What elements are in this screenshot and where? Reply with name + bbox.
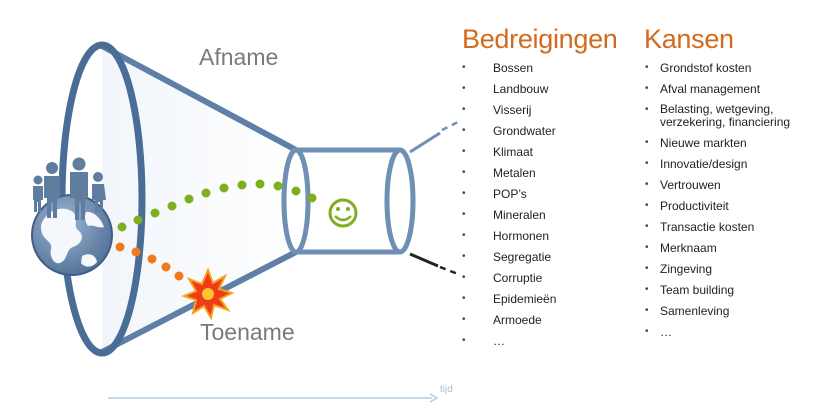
opportunities-column: Kansen Grondstof kosten Afval management…	[644, 24, 816, 346]
orange-dotted-path	[115, 242, 184, 281]
list-item: Visserij	[462, 103, 618, 117]
list-item: Epidemieën	[462, 292, 618, 306]
decrease-label: Afname	[199, 44, 279, 70]
list-item: Mineralen	[462, 208, 618, 222]
list-item: Armoede	[462, 313, 618, 327]
list-item: Grondstof kosten	[644, 61, 816, 75]
list-item: Nieuwe markten	[644, 136, 816, 150]
increase-label: Toename	[200, 319, 295, 345]
list-item: Corruptie	[462, 271, 618, 285]
list-item: Merknaam	[644, 241, 816, 255]
list-item: Zingeving	[644, 262, 816, 276]
list-item: Landbouw	[462, 82, 618, 96]
funnel-tube	[281, 120, 459, 276]
list-item: Innovatie/design	[644, 157, 816, 171]
time-label: tijd	[440, 384, 453, 395]
family-icon	[33, 157, 106, 220]
opportunities-list: Grondstof kosten Afval management Belast…	[644, 61, 816, 339]
opportunities-title: Kansen	[644, 24, 734, 54]
list-item: Belasting, wetgeving, verzekering, finan…	[644, 103, 816, 129]
list-item: Team building	[644, 283, 816, 297]
list-item: …	[644, 325, 816, 339]
list-item: POP’s	[462, 187, 618, 201]
smiley-icon	[328, 198, 358, 228]
list-item: Transactie kosten	[644, 220, 816, 234]
threats-title: Bedreigingen	[462, 24, 618, 54]
threats-column: Bedreigingen Bossen Landbouw Visserij Gr…	[462, 24, 618, 355]
list-item: Klimaat	[462, 145, 618, 159]
list-item: …	[462, 334, 618, 348]
time-axis	[108, 393, 439, 403]
list-item: Vertrouwen	[644, 178, 816, 192]
green-dotted-path	[117, 179, 317, 232]
list-item: Productiviteit	[644, 199, 816, 213]
globe-icon	[31, 194, 113, 276]
funnel-cone	[58, 41, 298, 357]
list-item: Segregatie	[462, 250, 618, 264]
explosion-icon	[181, 267, 235, 321]
list-item: Hormonen	[462, 229, 618, 243]
threats-list: Bossen Landbouw Visserij Grondwater Klim…	[462, 61, 618, 348]
list-item: Grondwater	[462, 124, 618, 138]
list-item: Samenleving	[644, 304, 816, 318]
list-item: Afval management	[644, 82, 816, 96]
list-item: Metalen	[462, 166, 618, 180]
list-item: Bossen	[462, 61, 618, 75]
